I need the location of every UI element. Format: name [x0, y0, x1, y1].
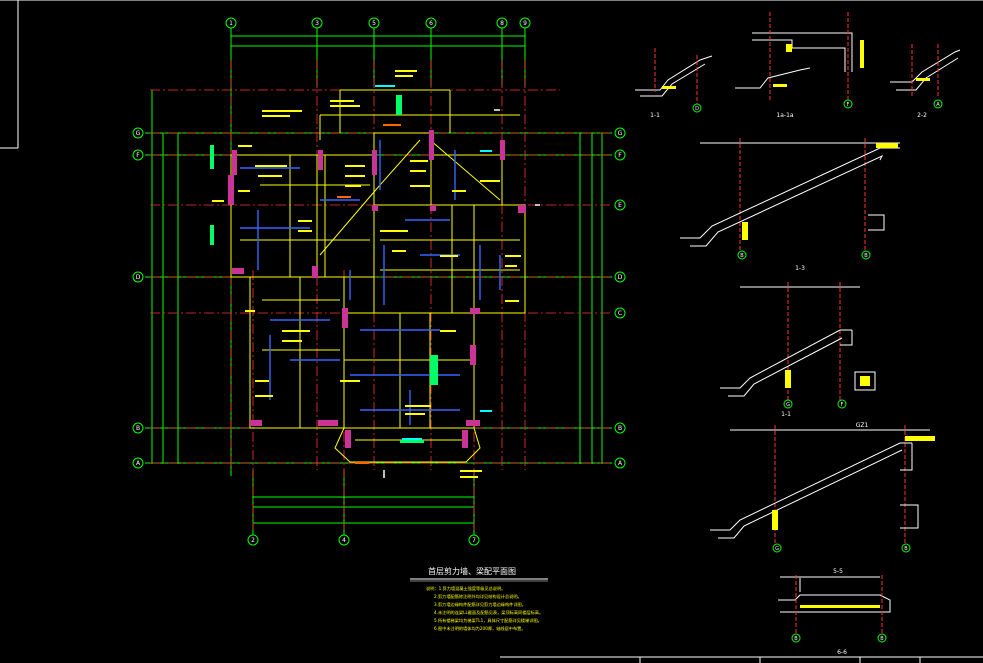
note-line-6: 6.图中未注明的墙体均为200厚，轴线居中布置。	[434, 625, 526, 632]
stair-section-1	[680, 138, 900, 260]
axis-top-5: 5	[372, 20, 376, 27]
stair-3-bubble-right: B	[904, 546, 908, 552]
note-line-3: 3.剪力墙边缘构件配筋详见剪力墙边缘构件详图。	[434, 601, 526, 608]
section-1-3-label: 1-3	[795, 265, 805, 272]
general-notes: 说明：1.剪力墙混凝土强度等级见总说明。 2.剪力墙配筋除注明外均详见结构设计总…	[426, 585, 543, 632]
section-5-5-bubble-left: B	[794, 636, 798, 642]
stair-section-2	[720, 282, 876, 409]
section-1a-1a-label: 1a-1a	[776, 112, 793, 119]
axis-dimension-lines	[145, 28, 612, 535]
stair-2-bubble-right: F	[841, 402, 844, 408]
axis-left-b: B	[136, 425, 140, 432]
plan-title-block: 首层剪力墙、梁配平面图	[410, 566, 548, 582]
axis-bottom-2: 2	[251, 537, 255, 544]
section-labels-row1: 1-1 1a-1a 2-2	[650, 112, 927, 119]
section-bubbles-row1: D F A	[692, 99, 943, 113]
stair-2-bubble-left: G	[786, 402, 790, 408]
section-details-top-row	[635, 12, 961, 104]
stair-1-bubble-left: B	[740, 253, 744, 259]
bubble-row1-b: F	[847, 102, 850, 108]
section-5-5-bubble-right: B	[880, 636, 884, 642]
note-line-5: 5.所有楼梯梁均为梯梁TL1，具体尺寸配筋详见楼梯详图。	[434, 617, 542, 624]
axis-right-e: E	[618, 202, 622, 209]
wall-beam-outlines	[230, 89, 526, 463]
section-6-6-label: 6-6	[837, 649, 847, 656]
axis-bottom-7: 7	[472, 537, 476, 544]
gz1-label: GZ1	[856, 422, 869, 429]
axis-left-a: A	[136, 460, 141, 467]
section-5-5	[778, 575, 891, 643]
axis-right-g: G	[618, 130, 623, 137]
section-2-2-label: 2-2	[917, 112, 927, 119]
axis-bottom-4: 4	[342, 537, 346, 544]
stair-section-3	[710, 425, 935, 553]
axis-right-a: A	[618, 460, 623, 467]
axis-top-1: 1	[229, 20, 233, 27]
axis-right-d: D	[618, 274, 623, 281]
annotation-texture	[210, 70, 521, 478]
axis-left-g: G	[136, 130, 141, 137]
axis-bubble-labels: 1 3 5 6 8 9 2 4 7 G F D B A G F E D C B …	[136, 20, 623, 544]
bubble-row1-a: D	[695, 106, 699, 112]
axis-bubbles-top	[132, 17, 626, 546]
axis-left-f: F	[136, 152, 140, 159]
section-cut-markers	[383, 109, 540, 478]
axis-top-9: 9	[523, 20, 527, 27]
bubble-row1-c: A	[936, 102, 940, 108]
stair-3-bubble-left: G	[775, 546, 779, 552]
section-5-5-label: 5-5	[833, 568, 843, 575]
axis-right-b: B	[618, 425, 622, 432]
axis-top-6: 6	[429, 20, 433, 27]
section-1-1-label: 1-1	[650, 112, 660, 119]
columns	[228, 130, 526, 448]
plan-title: 首层剪力墙、梁配平面图	[428, 566, 516, 576]
axis-top-8: 8	[500, 20, 504, 27]
blue-beam-lines	[240, 140, 501, 425]
axis-left-d: D	[136, 274, 141, 281]
axis-right-f: F	[618, 152, 622, 159]
axis-top-3: 3	[315, 20, 319, 27]
section-1-1b-label: 1-1	[781, 411, 791, 418]
axis-right-c: C	[618, 310, 622, 317]
note-line-1: 说明：1.剪力墙混凝土强度等级见总说明。	[426, 585, 505, 592]
grid-centerlines	[150, 60, 610, 530]
note-line-2: 2.剪力墙配筋除注明外均详见结构设计总说明。	[434, 593, 522, 600]
section-detail-fills	[662, 40, 930, 89]
stair-1-bubble-right: B	[864, 253, 868, 259]
note-line-4: 4.未注明的连梁LL截面及配筋见表，梁顶标高同楼层标高。	[434, 609, 543, 616]
